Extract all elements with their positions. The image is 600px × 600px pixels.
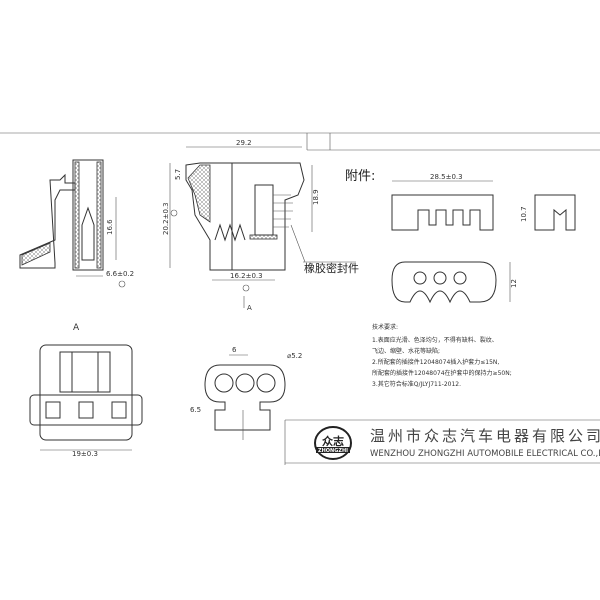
section-view: 29.2 20.2±0.3 5.7 18.9 16.2±0.3 A 橡胶密封件 xyxy=(162,139,359,312)
svg-text:众志: 众志 xyxy=(322,434,344,448)
accessory-views: 附件: 28.5±0.3 10.7 12 xyxy=(345,169,576,304)
dim-right: 18.9 xyxy=(312,189,320,205)
bottom-view: 6 ⌀5.2 6.5 xyxy=(190,346,302,440)
accessory-dim-width: 28.5±0.3 xyxy=(430,173,463,181)
frame xyxy=(0,132,600,151)
tech-title: 技术要求: xyxy=(372,324,399,331)
bottom-dim-offset: 6.5 xyxy=(190,406,201,414)
dim-top: 29.2 xyxy=(236,139,252,147)
front-view-a: A 19±0.3 xyxy=(29,323,143,458)
company-logo: 众志 ZHONGZHI xyxy=(314,426,352,460)
tech-line: 2.所配套的插接件12048074插入护套力≤15N, xyxy=(372,359,500,366)
company-name-en: WENZHOU ZHONGZHI AUTOMOBILE ELECTRICAL C… xyxy=(370,449,600,459)
accessory-dim-height: 10.7 xyxy=(520,206,528,222)
accessory-title: 附件: xyxy=(345,169,375,184)
dim-total: 20.2±0.3 xyxy=(162,202,170,235)
view-arrow-label: A xyxy=(247,304,252,312)
tech-line: 飞边、缩壁、水花等缺陷; xyxy=(372,348,441,355)
company-name-cn: 温州市众志汽车电器有限公司 xyxy=(370,427,600,445)
svg-text:ZHONGZHI: ZHONGZHI xyxy=(318,448,348,454)
bottom-dim-pitch: 6 xyxy=(232,346,237,354)
tech-line: 所配套的插接件12048074在护套中的保持力≥50N; xyxy=(372,370,512,377)
bottom-dim-dia: ⌀5.2 xyxy=(287,352,302,360)
side-view: 6.6±0.2 16.6 xyxy=(19,159,134,288)
dim-small: 5.7 xyxy=(174,169,182,180)
tech-line: 3.其它符合标准Q/JLYJ711-2012. xyxy=(372,381,462,388)
view-a-label: A xyxy=(73,323,80,333)
dim-bottom: 16.2±0.3 xyxy=(230,272,263,280)
title-block: 众志 ZHONGZHI 温州市众志汽车电器有限公司 WENZHOU ZHONGZ… xyxy=(284,419,600,465)
dim-width: 6.6±0.2 xyxy=(106,270,134,278)
tech-line: 1.表面应光滑、色泽均匀，不得有缺料、裂纹、 xyxy=(372,337,498,344)
seal-label: 橡胶密封件 xyxy=(304,261,359,275)
dim-height: 16.6 xyxy=(106,219,114,235)
front-dim-width: 19±0.3 xyxy=(72,450,98,458)
accessory-dim-height2: 12 xyxy=(510,279,518,288)
